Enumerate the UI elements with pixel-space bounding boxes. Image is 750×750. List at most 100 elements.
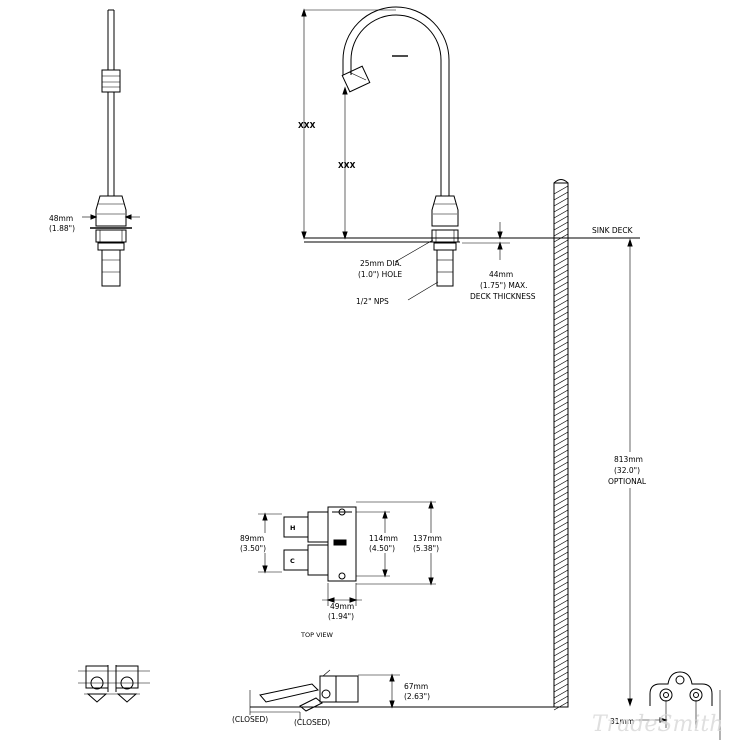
pipe-hatch-line xyxy=(553,329,569,339)
pipe-hatch-line xyxy=(553,323,569,333)
side-view-pedal: 67mm (2.63") (CLOSED) (CLOSED) xyxy=(232,669,556,727)
pipe-hatch-line xyxy=(553,509,569,519)
pipe-hatch-line xyxy=(553,395,569,405)
pipe-hatch-line xyxy=(553,401,569,411)
pipe-hatch-line xyxy=(553,539,569,549)
pipe-hatch-line xyxy=(553,215,569,225)
pipe-hatch-line xyxy=(553,353,569,363)
pipe-hatch-line xyxy=(553,347,569,357)
pipe-hatch-line xyxy=(553,647,569,657)
pipe-hatch-line xyxy=(553,209,569,219)
pipe-hatch-line xyxy=(553,467,569,477)
watermark-logo: TradeSmith xyxy=(592,712,723,737)
pipe-hatch-line xyxy=(553,443,569,453)
pipe-hatch-line xyxy=(553,593,569,603)
pipe-hatch-line xyxy=(553,341,569,351)
pipe-hatch-line xyxy=(553,203,569,213)
pipe-hatch-line xyxy=(553,191,569,201)
pipe-hatch-line xyxy=(553,701,569,711)
pipe-hatch-line xyxy=(553,281,569,291)
pipe-hatch-line xyxy=(553,599,569,609)
hole-dia-in: (1.0") HOLE xyxy=(358,270,402,279)
pedal-hot-label: H xyxy=(290,524,295,532)
pipe-hatch-line xyxy=(553,587,569,597)
pipe-hatch-line xyxy=(553,185,569,195)
pipe-hatch-line xyxy=(553,245,569,255)
pipe-hatch-line xyxy=(553,605,569,615)
pipe-hatch-line xyxy=(553,227,569,237)
mount-spacing-in: (4.50") xyxy=(369,544,395,553)
pipe-hatch-line xyxy=(553,371,569,381)
pipe-hatch-line xyxy=(553,617,569,627)
pipe-hatch-line xyxy=(553,473,569,483)
optional-height-in: (32.0") xyxy=(614,466,640,475)
pedal-height-mm: 67mm xyxy=(404,682,428,691)
pipe-hatch-line xyxy=(553,689,569,699)
overall-length-mm: 137mm xyxy=(413,534,442,543)
pipe-hatch-line xyxy=(553,641,569,651)
pipe-hatch-line xyxy=(553,695,569,705)
pedal-spacing-in: (3.50") xyxy=(240,544,266,553)
pipe-hatch-line xyxy=(553,677,569,687)
sink-deck: SINK DECK 44mm (1.75") MAX. DECK THICKNE… xyxy=(304,222,640,306)
pipe-hatch-line xyxy=(553,485,569,495)
closed-label-right: (CLOSED) xyxy=(294,718,330,727)
pipe-hatch-line xyxy=(553,557,569,567)
pipe-hatch-line xyxy=(553,335,569,345)
top-view-pedals: H C 89mm (3.50") 114mm (4.50") 137mm (5.… xyxy=(238,500,452,639)
pipe-hatch-line xyxy=(553,461,569,471)
mounting-bracket: 31mm xyxy=(610,671,721,740)
pipe-hatch-line xyxy=(553,197,569,207)
closed-label-left: (CLOSED) xyxy=(232,715,268,724)
spout-height-label: XXX xyxy=(298,121,316,130)
pipe-hatch-line xyxy=(553,683,569,693)
pipe-hatch-line xyxy=(553,233,569,243)
pipe-hatch-line xyxy=(553,533,569,543)
pipe-hatch-line xyxy=(553,575,569,585)
pipe-hatch-line xyxy=(553,563,569,573)
pipe-hatch-line xyxy=(553,479,569,489)
pipe-hatch-line xyxy=(553,287,569,297)
deck-thickness-label: DECK THICKNESS xyxy=(470,292,536,301)
pedal-spacing-mm: 89mm xyxy=(240,534,264,543)
mount-spacing-mm: 114mm xyxy=(369,534,398,543)
pipe-hatch-line xyxy=(553,407,569,417)
pipe-hatch-line xyxy=(553,317,569,327)
pipe-hatch-line xyxy=(553,497,569,507)
pipe-hatch-line xyxy=(553,275,569,285)
pipe-hatch-line xyxy=(553,515,569,525)
pipe-hatch-line xyxy=(553,503,569,513)
overall-length-in: (5.38") xyxy=(413,544,439,553)
pipe-hatch-line xyxy=(553,431,569,441)
pipe-hatch-line xyxy=(553,419,569,429)
pipe-hatch-line xyxy=(553,545,569,555)
pipe-hatch-line xyxy=(553,623,569,633)
pipe-hatch-line xyxy=(553,269,569,279)
pipe-hatch-line xyxy=(553,665,569,675)
pipe-hatch-line xyxy=(553,365,569,375)
pipe-hatch-line xyxy=(553,551,569,561)
pipe-hatch-line xyxy=(553,299,569,309)
pipe-hatch-line xyxy=(553,413,569,423)
pipe-hatch-line xyxy=(553,311,569,321)
pipe-hatch-line xyxy=(553,221,569,231)
pedal-height-in: (2.63") xyxy=(404,692,430,701)
pipe-hatch-line xyxy=(553,251,569,261)
deck-thickness-in: (1.75") MAX. xyxy=(480,281,528,290)
side-width-in: (1.88") xyxy=(49,224,75,233)
deck-thickness-mm: 44mm xyxy=(489,270,513,279)
pipe-hatch-line xyxy=(553,425,569,435)
top-view-label: TOP VIEW xyxy=(300,631,334,639)
pipe-hatch-line xyxy=(553,383,569,393)
pipe-hatch-line xyxy=(553,611,569,621)
thread-size: 1/2" NPS xyxy=(356,297,389,306)
pipe-hatch-line xyxy=(553,581,569,591)
front-view-gooseneck: XXX XXX xyxy=(298,6,459,287)
pipe-hatch-line xyxy=(553,263,569,273)
depth-in: (1.94") xyxy=(328,612,354,621)
pipe-hatch-line xyxy=(553,569,569,579)
pipe-hatch-line xyxy=(553,491,569,501)
pipe-hatch-line xyxy=(553,521,569,531)
pipe-hatch-line xyxy=(553,239,569,249)
